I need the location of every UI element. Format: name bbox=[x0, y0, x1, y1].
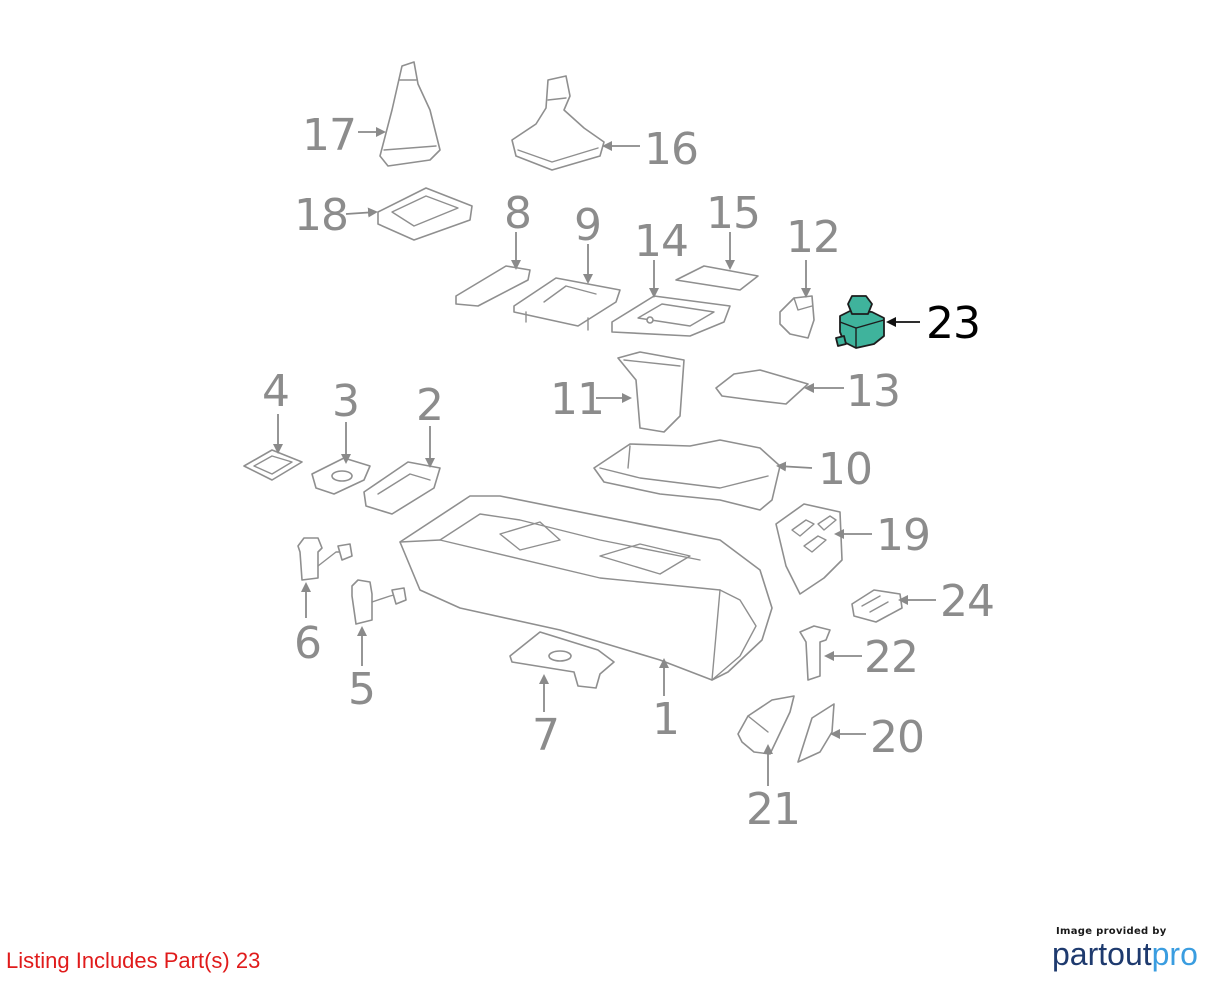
label-14: 14 bbox=[634, 216, 688, 267]
label-8: 8 bbox=[504, 188, 531, 239]
label-2: 2 bbox=[416, 380, 443, 431]
part-22-socket[interactable] bbox=[799, 625, 831, 681]
part-24-switch[interactable] bbox=[851, 589, 903, 623]
part-6-power-outlet[interactable] bbox=[297, 537, 353, 581]
part-14-trim-plate[interactable] bbox=[611, 295, 731, 337]
label-12: 12 bbox=[786, 212, 840, 263]
label-10: 10 bbox=[818, 444, 872, 495]
callout-arrows bbox=[273, 127, 936, 786]
part-17-shift-boot[interactable] bbox=[379, 61, 441, 167]
part-3-ashtray[interactable] bbox=[311, 457, 371, 495]
label-16: 16 bbox=[644, 124, 698, 175]
label-21: 21 bbox=[746, 784, 800, 835]
label-19: 19 bbox=[876, 510, 930, 561]
part-9-bezel[interactable] bbox=[513, 277, 621, 331]
part-7-bracket-plate[interactable] bbox=[509, 631, 615, 689]
label-9: 9 bbox=[574, 200, 601, 251]
label-20: 20 bbox=[870, 712, 924, 763]
label-22: 22 bbox=[864, 632, 918, 683]
part-2-storage-bin[interactable] bbox=[363, 461, 441, 515]
label-6: 6 bbox=[294, 618, 321, 669]
brand-wordmark: partoutpro bbox=[1052, 937, 1212, 971]
label-3: 3 bbox=[332, 376, 359, 427]
label-24: 24 bbox=[940, 576, 994, 627]
part-11-cup-holder-insert[interactable] bbox=[617, 351, 685, 433]
part-15-cover-plate[interactable] bbox=[675, 265, 759, 291]
part-16-shift-knob-boot[interactable] bbox=[511, 75, 605, 171]
label-15: 15 bbox=[706, 188, 760, 239]
brand-caption: Image provided by bbox=[1056, 926, 1167, 937]
part-13-mat[interactable] bbox=[715, 369, 809, 405]
label-18: 18 bbox=[294, 190, 348, 241]
brand-wordmark-part1: partout bbox=[1052, 936, 1152, 972]
part-18-gate-frame[interactable] bbox=[377, 187, 473, 241]
part-21-side-trim[interactable] bbox=[737, 695, 795, 755]
label-7: 7 bbox=[532, 710, 559, 761]
part-4-tray[interactable] bbox=[243, 449, 303, 481]
label-11: 11 bbox=[550, 374, 604, 425]
part-8-trim-panel[interactable] bbox=[455, 265, 531, 307]
label-4: 4 bbox=[262, 366, 289, 417]
label-23: 23 bbox=[926, 298, 980, 349]
part-19-switch-panel[interactable] bbox=[775, 503, 843, 595]
part-23-switch-highlighted[interactable] bbox=[835, 295, 885, 349]
label-1: 1 bbox=[652, 694, 679, 745]
part-20-side-panel[interactable] bbox=[797, 703, 835, 763]
listing-note: Listing Includes Part(s) 23 bbox=[6, 948, 261, 973]
part-12-bracket[interactable] bbox=[779, 295, 815, 339]
part-5-power-outlet[interactable] bbox=[351, 579, 407, 625]
label-17: 17 bbox=[302, 110, 356, 161]
part-10-armrest-base[interactable] bbox=[593, 439, 781, 511]
brand-logo: Image provided by partoutpro bbox=[1052, 926, 1212, 971]
part-1-center-console[interactable] bbox=[399, 495, 773, 681]
brand-wordmark-part2: pro bbox=[1151, 936, 1198, 972]
label-13: 13 bbox=[846, 366, 900, 417]
label-5: 5 bbox=[348, 664, 375, 715]
